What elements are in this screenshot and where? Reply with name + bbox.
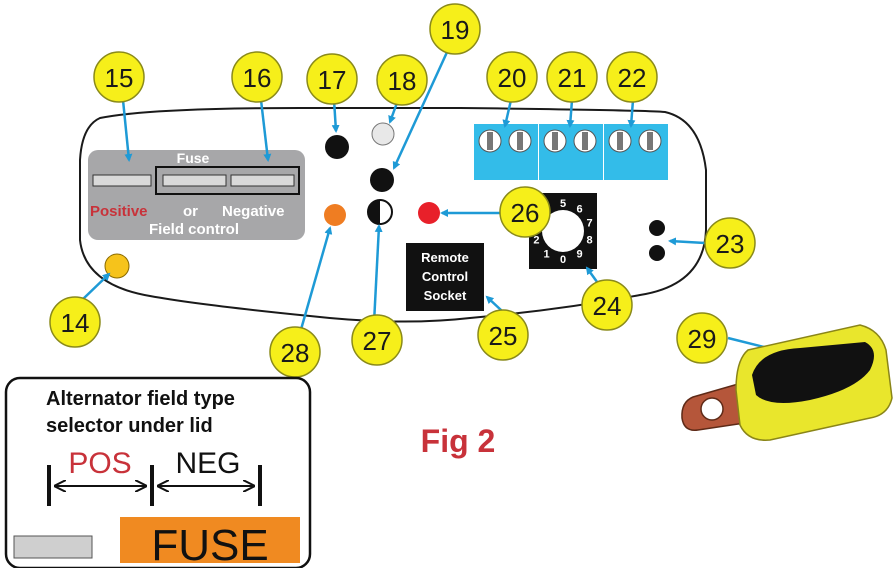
svg-text:14: 14 xyxy=(61,308,90,338)
fuse-slot-right[interactable] xyxy=(230,174,295,187)
callout-25: 25 xyxy=(477,309,529,361)
remote-socket-line1: Remote xyxy=(421,250,469,265)
svg-text:25: 25 xyxy=(489,321,518,351)
dial-digit-6: 6 xyxy=(576,203,582,215)
terminal-block-21[interactable] xyxy=(539,124,603,180)
field-control-label: Field control xyxy=(149,221,239,238)
callout-18: 18 xyxy=(376,54,428,106)
remote-control-socket[interactable] xyxy=(406,243,484,311)
svg-text:28: 28 xyxy=(281,338,310,368)
selector-fuse-block xyxy=(120,517,300,563)
svg-text:29: 29 xyxy=(688,324,717,354)
callout-21: 21 xyxy=(546,51,598,103)
connector-dot-lower-23 xyxy=(649,245,665,261)
connector-dot-upper-23 xyxy=(649,220,665,236)
dial-digit-9: 9 xyxy=(576,249,582,261)
figure-label: Fig 2 xyxy=(421,423,496,459)
fuse-label: Fuse xyxy=(177,150,210,166)
callout-19: 19 xyxy=(429,3,481,55)
led-half-27 xyxy=(367,199,393,225)
field-type-selector-box: Alternator field type selector under lid… xyxy=(4,376,312,568)
led-orange-28 xyxy=(324,204,346,226)
dial-digit-0: 0 xyxy=(560,254,566,266)
dial-digit-2: 2 xyxy=(533,235,539,247)
remote-socket-line3: Socket xyxy=(424,288,467,303)
callout-29: 29 xyxy=(676,312,728,364)
fuse-slot-middle[interactable] xyxy=(162,174,227,187)
callout-26: 26 xyxy=(499,186,551,238)
terminal-block-22[interactable] xyxy=(604,124,668,180)
svg-text:20: 20 xyxy=(498,63,527,93)
or-label: or xyxy=(183,203,198,220)
svg-text:26: 26 xyxy=(511,198,540,228)
svg-text:27: 27 xyxy=(363,326,392,356)
positive-label: Positive xyxy=(90,203,148,220)
callout-24: 24 xyxy=(581,279,633,331)
led-yellow-14 xyxy=(104,253,130,279)
dial-digit-8: 8 xyxy=(587,235,593,247)
fuse-slot-left[interactable] xyxy=(92,174,152,187)
callout-20: 20 xyxy=(486,51,538,103)
svg-text:18: 18 xyxy=(388,66,417,96)
dial-digit-1: 1 xyxy=(543,249,549,261)
svg-text:22: 22 xyxy=(618,63,647,93)
remote-socket-line2: Control xyxy=(422,269,468,284)
led-black-17 xyxy=(325,135,349,159)
callout-27: 27 xyxy=(351,314,403,366)
pos-label: POS xyxy=(68,447,131,480)
svg-text:15: 15 xyxy=(105,63,134,93)
fuse-text: FUSE xyxy=(151,521,268,568)
callout-17: 17 xyxy=(306,53,358,105)
selector-title-line1: Alternator field type xyxy=(46,388,235,410)
callout-16: 16 xyxy=(231,51,283,103)
negative-label: Negative xyxy=(222,203,285,220)
selector-empty-slot xyxy=(13,535,93,559)
callout-28: 28 xyxy=(269,326,321,378)
svg-text:24: 24 xyxy=(593,291,622,321)
svg-text:23: 23 xyxy=(716,229,745,259)
svg-text:19: 19 xyxy=(441,15,470,45)
callout-15: 15 xyxy=(93,51,145,103)
svg-text:21: 21 xyxy=(558,63,587,93)
callout-22: 22 xyxy=(606,51,658,103)
terminal-block-20[interactable] xyxy=(474,124,538,180)
led-red-26 xyxy=(418,202,440,224)
dial-digit-5: 5 xyxy=(560,198,566,210)
svg-text:16: 16 xyxy=(243,63,272,93)
fuse-holder-frame xyxy=(155,166,300,195)
svg-text:17: 17 xyxy=(318,65,347,95)
led-white-18 xyxy=(371,122,395,146)
neg-label: NEG xyxy=(175,447,240,480)
callout-14: 14 xyxy=(49,296,101,348)
led-black-19 xyxy=(370,168,394,192)
callout-23: 23 xyxy=(704,217,756,269)
dial-digit-7: 7 xyxy=(587,217,593,229)
temperature-sensor-29 xyxy=(681,324,893,441)
selector-title-line2: selector under lid xyxy=(46,415,213,437)
